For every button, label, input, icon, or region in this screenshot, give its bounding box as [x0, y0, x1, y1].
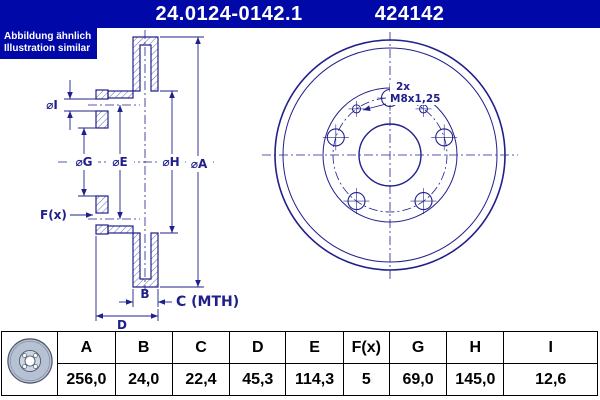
friction-band-circle	[282, 47, 498, 263]
note-line-en: Illustration similar	[4, 43, 91, 54]
spec-value-b: 24,0	[114, 363, 173, 396]
spec-table: A B C D E F(x) G H I 256,0 24,0 22,4 45,…	[0, 331, 598, 396]
outer-diameter-circle	[274, 39, 506, 271]
flange-seg-1	[95, 89, 109, 100]
friction-ring-top	[132, 36, 159, 92]
dim-label-dia-h: ⌀H	[162, 155, 179, 169]
dim-label-dia-i: ⌀I	[46, 98, 58, 112]
dim-label-dia-e: ⌀E	[112, 155, 127, 169]
brake-disc-icon-cell	[0, 331, 59, 396]
dim-d: D	[95, 236, 159, 331]
disc-cross-section	[95, 36, 159, 288]
spec-header-h: H	[446, 331, 505, 364]
hat-wall-bottom	[107, 225, 134, 234]
spec-header-a: A	[57, 331, 116, 364]
brake-disc-icon	[6, 338, 53, 384]
spec-header-e: E	[285, 331, 344, 364]
dim-dia-a: ⌀A	[160, 36, 213, 288]
spec-value-e: 114,3	[285, 363, 344, 396]
dim-label-c: C (MTH)	[176, 294, 239, 310]
technical-drawing: ⌀I ⌀G ⌀E ⌀H ⌀A	[40, 30, 518, 331]
dim-dia-g: ⌀G	[70, 127, 98, 197]
dim-b: B	[119, 287, 172, 307]
spec-header-g: G	[388, 331, 448, 364]
section-view: ⌀I ⌀G ⌀E ⌀H ⌀A	[40, 30, 239, 331]
hat-wall-top	[107, 90, 134, 99]
spec-value-c: 22,4	[171, 363, 231, 396]
spec-header-b: B	[114, 331, 173, 364]
dim-label-b: B	[140, 287, 149, 301]
header-bar: 24.0124-0142.1 424142	[0, 0, 600, 28]
part-number: 24.0124-0142.1	[155, 2, 303, 25]
dim-dia-i: ⌀I	[46, 80, 96, 130]
flange-seg-2	[95, 110, 109, 129]
reference-number: 424142	[374, 2, 445, 25]
flange-seg-3	[95, 195, 109, 214]
similar-illustration-note: Abbildung ähnlich Illustration similar	[0, 28, 98, 59]
spec-header-c: C	[171, 331, 231, 364]
spec-value-row: 256,0 24,0 22,4 45,3 114,3 5 69,0 145,0 …	[2, 363, 598, 396]
spec-value-a: 256,0	[57, 363, 116, 396]
spec-value-g: 69,0	[388, 363, 448, 396]
thread-spec-label: M8x1,25	[390, 93, 440, 105]
spec-header-f: F(x)	[342, 331, 390, 364]
spec-value-i: 12,6	[503, 363, 598, 396]
spec-value-h: 145,0	[446, 363, 505, 396]
dim-label-f: F(x)	[40, 208, 67, 222]
front-view: 2x M8x1,25	[262, 32, 518, 280]
flange-seg-4	[95, 224, 109, 235]
spec-header-i: I	[503, 331, 598, 364]
dim-label-dia-a: ⌀A	[191, 157, 208, 171]
center-hole-circle	[358, 123, 422, 187]
dim-label-dia-g: ⌀G	[75, 155, 92, 169]
spec-header-row: A B C D E F(x) G H I	[0, 331, 598, 396]
spec-value-f: 5	[342, 363, 390, 396]
dim-f: F(x)	[40, 208, 93, 222]
thread-annotation: 2x M8x1,25	[362, 80, 440, 111]
spec-header-d: D	[229, 331, 287, 364]
dim-dia-e: ⌀E	[106, 105, 134, 219]
friction-ring-bottom	[132, 232, 159, 288]
spec-value-d: 45,3	[229, 363, 287, 396]
dim-label-d: D	[117, 318, 127, 331]
dim-dia-h: ⌀H	[158, 90, 185, 234]
note-line-de: Abbildung ähnlich	[4, 31, 92, 42]
thread-qty-label: 2x	[396, 81, 410, 93]
